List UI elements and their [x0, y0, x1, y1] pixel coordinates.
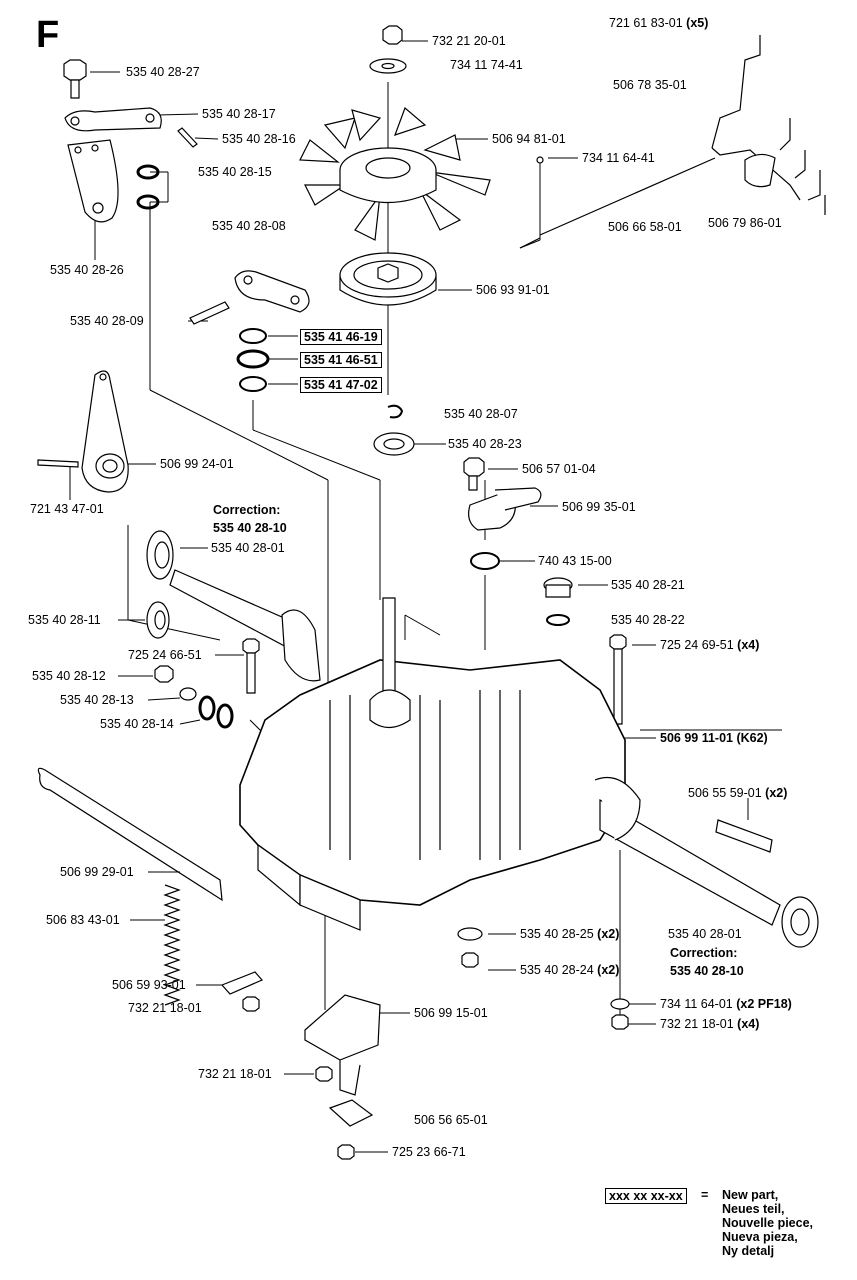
part-label: 740 43 15-00 [538, 554, 612, 568]
part-number: 535 40 28-24 [520, 963, 594, 977]
part-label: 535 40 28-26 [50, 263, 124, 277]
part-label: 506 99 35-01 [562, 500, 636, 514]
part-label: 535 40 28-23 [448, 437, 522, 451]
part-label: 732 21 18-01 [198, 1067, 272, 1081]
part-label: 535 40 28-17 [202, 107, 276, 121]
quantity-note: (x2 PF18) [736, 997, 792, 1011]
part-label: 506 59 93-01 [112, 978, 186, 992]
part-label: 506 83 43-01 [46, 913, 120, 927]
part-label: 725 23 66-71 [392, 1145, 466, 1159]
legend-code-box: xxx xx xx-xx [605, 1188, 687, 1204]
new-part-label: 535 41 46-51 [300, 352, 382, 368]
part-label: 506 94 81-01 [492, 132, 566, 146]
part-label: 506 57 01-04 [522, 462, 596, 476]
part-label: 535 40 28-08 [212, 219, 286, 233]
part-label: 506 99 15-01 [414, 1006, 488, 1020]
part-label: 506 99 24-01 [160, 457, 234, 471]
part-label: 732 21 18-01 [128, 1001, 202, 1015]
quantity-note: (x2) [765, 786, 788, 800]
part-label: 535 40 28-01 [668, 927, 742, 941]
legend-translation: New part, [722, 1188, 779, 1202]
part-label: 535 40 28-11 [28, 613, 101, 627]
part-label: 732 21 20-01 [432, 34, 506, 48]
part-label: 535 40 28-15 [198, 165, 272, 179]
part-label: 721 43 47-01 [30, 502, 104, 516]
part-label: 734 11 74-41 [450, 58, 523, 72]
quantity-note: (x2) [597, 927, 620, 941]
part-number: 725 24 69-51 [660, 638, 734, 652]
part-label: 506 93 91-01 [476, 283, 550, 297]
part-label: 535 40 28-22 [611, 613, 685, 627]
part-label: 506 78 35-01 [613, 78, 687, 92]
part-label: 535 40 28-16 [222, 132, 296, 146]
part-label: 535 40 28-27 [126, 65, 200, 79]
part-label: 725 24 69-51 (x4) [660, 638, 759, 652]
part-number: 535 40 28-25 [520, 927, 594, 941]
part-label: 535 40 28-21 [611, 578, 685, 592]
part-label: 506 79 86-01 [708, 216, 782, 230]
part-label: 725 24 66-51 [128, 648, 202, 662]
part-label: 506 99 11-01 (K62) [660, 731, 768, 745]
part-label: 506 66 58-01 [608, 220, 682, 234]
quantity-note: (x4) [737, 1017, 760, 1031]
part-label: 535 40 28-12 [32, 669, 106, 683]
part-label: 506 56 65-01 [414, 1113, 488, 1127]
part-label: 535 40 28-09 [70, 314, 144, 328]
part-label: 535 40 28-24 (x2) [520, 963, 619, 977]
part-label: 535 40 28-07 [444, 407, 518, 421]
part-label: 535 40 28-14 [100, 717, 174, 731]
part-label: 535 40 28-01 [211, 541, 285, 555]
new-part-label: 535 41 46-19 [300, 329, 382, 345]
correction-code: 535 40 28-10 [213, 521, 287, 535]
part-number: 721 61 83-01 [609, 16, 683, 30]
part-label: 734 11 64-41 [582, 151, 655, 165]
quantity-note: (x4) [737, 638, 760, 652]
section-letter: F [36, 14, 60, 56]
legend-translation: Neues teil, [722, 1202, 785, 1216]
part-number: 506 55 59-01 [688, 786, 762, 800]
part-number: 734 11 64-01 [660, 997, 733, 1011]
part-label: 506 55 59-01 (x2) [688, 786, 787, 800]
legend-translation: Nouvelle piece, [722, 1216, 814, 1230]
quantity-note: (x5) [686, 16, 709, 30]
part-label: 732 21 18-01 (x4) [660, 1017, 759, 1031]
part-label: 535 40 28-13 [60, 693, 134, 707]
legend-translation: Ny detalj [722, 1244, 775, 1258]
legend-equals: = [701, 1188, 709, 1202]
correction-heading: Correction: [213, 503, 281, 517]
legend-translations: New part, Neues teil, Nouvelle piece, Nu… [722, 1188, 813, 1258]
correction-heading: Correction: [670, 946, 738, 960]
part-label: 721 61 83-01 (x5) [609, 16, 708, 30]
part-label: 506 99 29-01 [60, 865, 134, 879]
correction-code: 535 40 28-10 [670, 964, 744, 978]
part-label: 535 40 28-25 (x2) [520, 927, 619, 941]
quantity-note: (x2) [597, 963, 620, 977]
new-part-label: 535 41 47-02 [300, 377, 382, 393]
legend-translation: Nueva pieza, [722, 1230, 798, 1244]
part-number: 732 21 18-01 [660, 1017, 734, 1031]
part-label: 734 11 64-01 (x2 PF18) [660, 997, 792, 1011]
